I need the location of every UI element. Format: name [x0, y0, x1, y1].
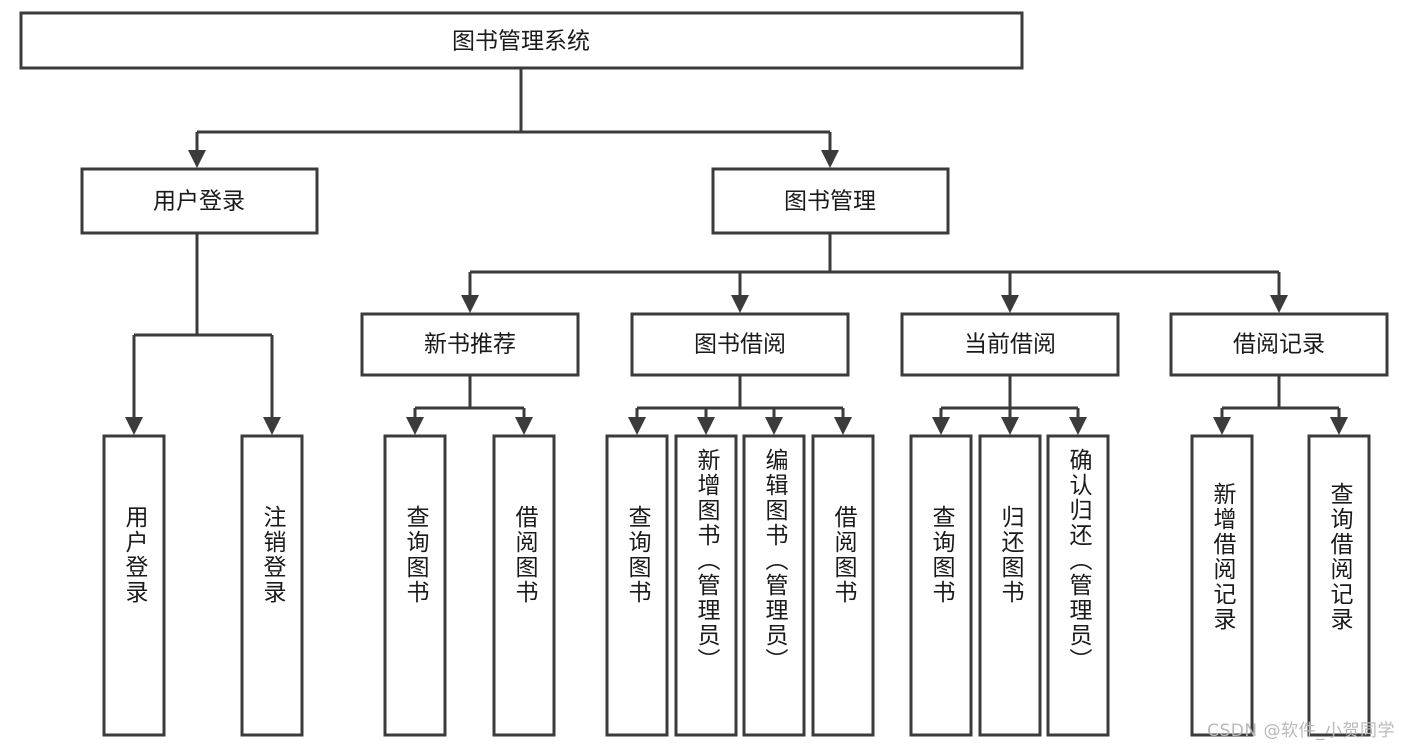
node-current-borrow-box: [900, 312, 1120, 377]
leaf-nbr-query-book-label: 查询图书: [402, 505, 430, 605]
arrow-head-br-leaf2: [1330, 417, 1348, 435]
leaf-bb-add-book-label: 新增图书（管理员）: [693, 448, 721, 673]
leaf-br-query-record-box: [1307, 434, 1371, 737]
leaf-nbr-query-book-box: [383, 434, 447, 737]
leaf-node-bb-add-book[interactable]: 新增图书（管理员）: [674, 434, 738, 737]
node-user-login-label: 用户登录: [153, 189, 245, 215]
leaf-nbr-borrow-book-label: 借阅图书: [511, 505, 539, 605]
arrow-head-leaf-logout: [263, 417, 281, 435]
leaf-br-add-record-box: [1190, 434, 1254, 737]
arrow-head-bb-leaf1: [628, 417, 646, 435]
connector-group-root-to-level2: [188, 68, 839, 168]
leaf-bb-borrow-book-box: [811, 434, 875, 737]
node-new-book-recommend-box: [360, 312, 580, 377]
arrow-head-cb-leaf3: [1069, 417, 1087, 435]
node-current-borrow[interactable]: 当前借阅: [900, 312, 1120, 377]
arrow-head-bb-leaf4: [834, 417, 852, 435]
leaf-bb-add-book-box: [674, 434, 738, 737]
node-book-borrow-box: [630, 312, 850, 377]
leaf-bb-edit-book-label: 编辑图书（管理员）: [761, 448, 789, 673]
node-book-management-box: [711, 167, 950, 235]
leaf-user-login-label: 用户登录: [121, 505, 149, 605]
leaf-node-cb-query-book[interactable]: 查询图书: [909, 434, 973, 737]
leaf-node-logout[interactable]: 注销登录: [240, 434, 304, 737]
arrow-head-cb-leaf1: [932, 417, 950, 435]
node-book-management[interactable]: 图书管理: [711, 167, 950, 235]
connector-group-current-borrow-to-leaves: [932, 375, 1087, 435]
arrow-head-leaf-user-login: [125, 417, 143, 435]
leaf-br-add-record-label: 新增借阅记录: [1209, 482, 1237, 632]
node-borrow-record-label: 借阅记录: [1233, 332, 1325, 358]
leaf-node-br-query-record[interactable]: 查询借阅记录: [1307, 434, 1371, 737]
leaf-user-login-box: [102, 434, 166, 737]
node-new-book-recommend-label: 新书推荐: [424, 332, 516, 358]
leaf-bb-query-book-label: 查询图书: [624, 505, 652, 605]
leaf-node-cb-confirm-return[interactable]: 确认归还（管理员）: [1046, 434, 1110, 737]
connector-group-user-login-to-leaves: [125, 233, 281, 435]
node-book-borrow-label: 图书借阅: [694, 332, 786, 358]
node-borrow-record-box: [1169, 312, 1389, 377]
connector-group-book-borrow-to-leaves: [628, 375, 852, 435]
arrow-head-br-leaf1: [1213, 417, 1231, 435]
leaf-node-nbr-borrow-book[interactable]: 借阅图书: [492, 434, 556, 737]
node-user-login[interactable]: 用户登录: [80, 167, 319, 235]
leaf-node-bb-borrow-book[interactable]: 借阅图书: [811, 434, 875, 737]
node-new-book-recommend[interactable]: 新书推荐: [360, 312, 580, 377]
leaf-cb-return-book-label: 归还图书: [997, 505, 1025, 605]
arrow-head-borrow-record: [1270, 295, 1288, 313]
node-current-borrow-label: 当前借阅: [964, 332, 1056, 358]
leaf-node-nbr-query-book[interactable]: 查询图书: [383, 434, 447, 737]
leaf-node-br-add-record[interactable]: 新增借阅记录: [1190, 434, 1254, 737]
leaf-node-bb-query-book[interactable]: 查询图书: [605, 434, 669, 737]
leaf-nbr-borrow-book-box: [492, 434, 556, 737]
leaf-cb-confirm-return-label: 确认归还（管理员）: [1065, 448, 1093, 673]
leaf-cb-query-book-box: [909, 434, 973, 737]
leaf-cb-return-book-box: [978, 434, 1042, 737]
leaf-cb-confirm-return-box: [1046, 434, 1110, 737]
connector-group-book-mgmt-to-level3: [461, 233, 1288, 313]
node-user-login-box: [80, 167, 319, 235]
node-borrow-record[interactable]: 借阅记录: [1169, 312, 1389, 377]
leaf-logout-label: 注销登录: [259, 505, 287, 605]
leaf-logout-box: [240, 434, 304, 737]
node-book-management-label: 图书管理: [784, 189, 876, 215]
node-root-label: 图书管理系统: [452, 29, 590, 55]
leaf-bb-edit-book-box: [742, 434, 806, 737]
leaf-br-query-record-label: 查询借阅记录: [1326, 482, 1354, 632]
arrow-head-newbook-leaf2: [515, 417, 533, 435]
leaf-node-bb-edit-book[interactable]: 编辑图书（管理员）: [742, 434, 806, 737]
leaf-bb-query-book-box: [605, 434, 669, 737]
connector-group-new-book-to-leaves: [406, 375, 533, 435]
arrow-head-user-login: [188, 150, 206, 168]
arrow-head-new-book: [461, 295, 479, 313]
arrow-head-book-borrow: [731, 295, 749, 313]
arrow-head-newbook-leaf1: [406, 417, 424, 435]
leaf-bb-borrow-book-label: 借阅图书: [830, 505, 858, 605]
leaf-node-cb-return-book[interactable]: 归还图书: [978, 434, 1042, 737]
leaf-node-user-login[interactable]: 用户登录: [102, 434, 166, 737]
arrow-head-book-mgmt: [821, 150, 839, 168]
leaf-cb-query-book-label: 查询图书: [928, 505, 956, 605]
arrow-head-bb-leaf2: [697, 417, 715, 435]
node-root-system[interactable]: 图书管理系统: [19, 11, 1024, 70]
connector-group-borrow-record-to-leaves: [1213, 375, 1348, 435]
node-book-borrow[interactable]: 图书借阅: [630, 312, 850, 377]
arrow-head-bb-leaf3: [765, 417, 783, 435]
arrow-head-current-borrow: [1001, 295, 1019, 313]
node-root-box: [19, 11, 1024, 70]
arrow-head-cb-leaf2: [1001, 417, 1019, 435]
